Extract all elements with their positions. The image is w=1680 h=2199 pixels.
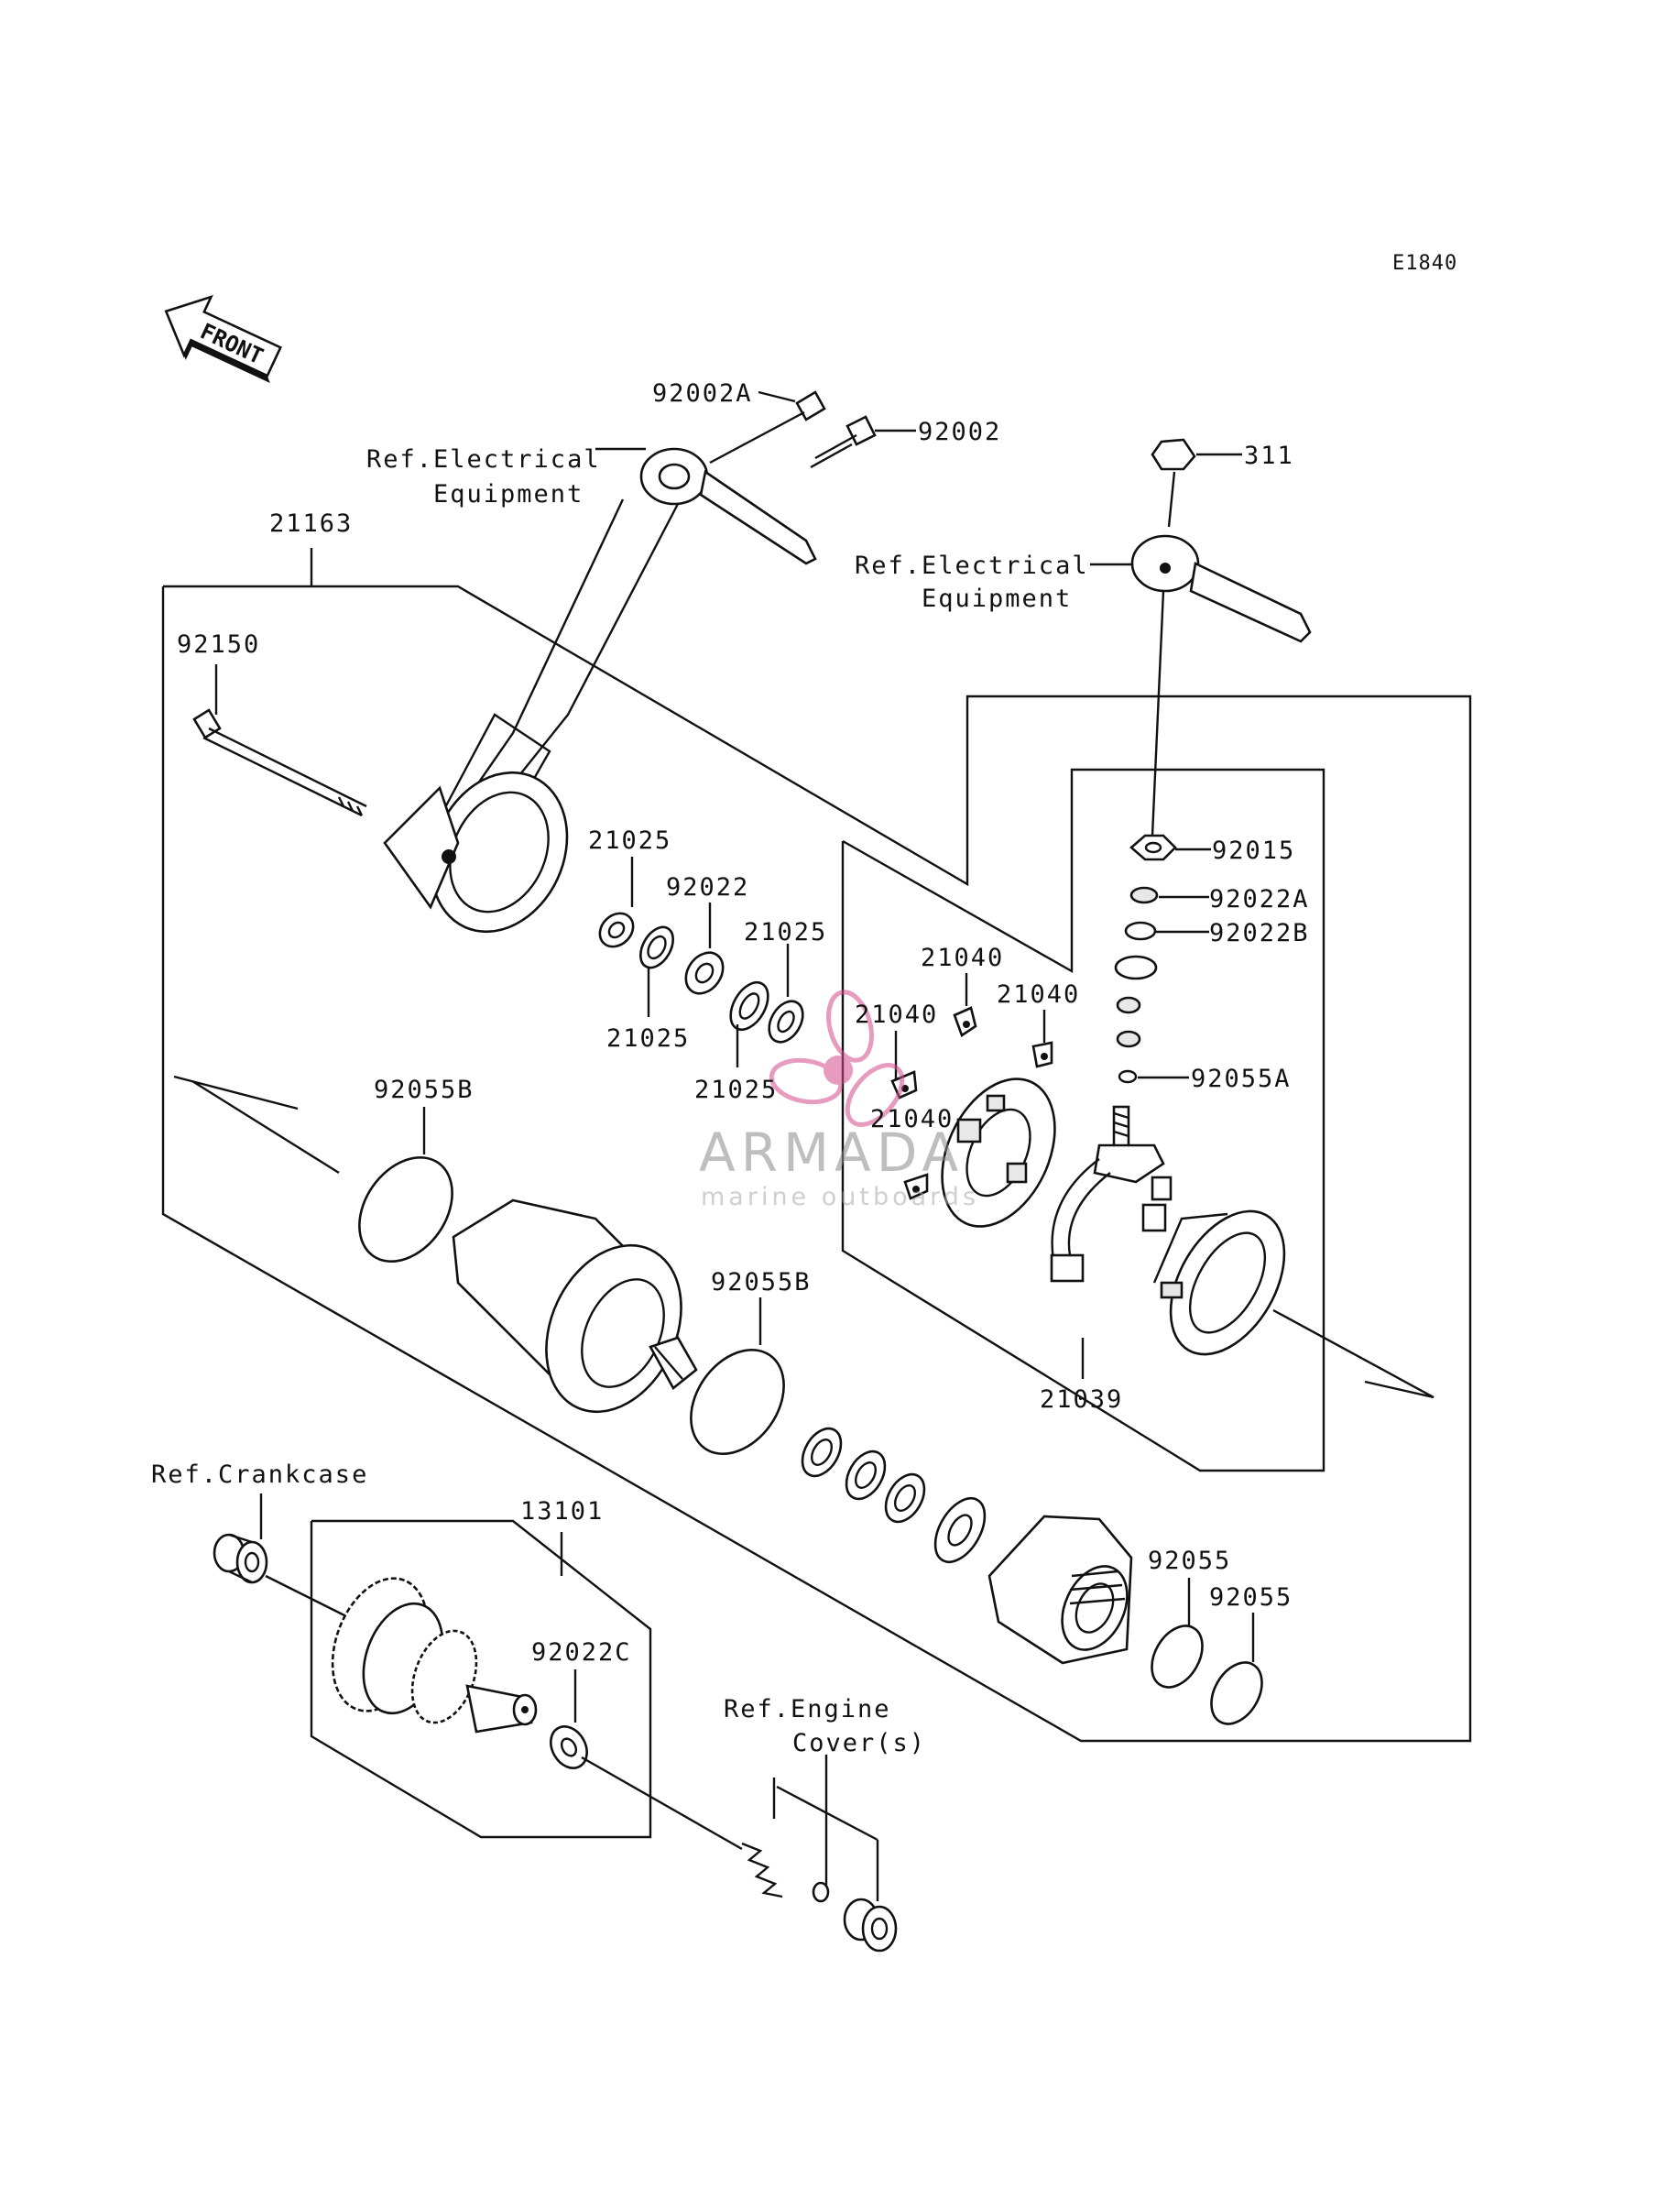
label-21040-a: 21040 [921,944,1004,972]
label-ref-electrical-2a: Ref.Electrical [855,552,1089,580]
label-92055B-a: 92055B [374,1076,475,1104]
washer-small-1-icon [1116,996,1141,1014]
label-92002: 92002 [918,418,1001,446]
label-92015: 92015 [1212,837,1295,865]
label-92022: 92022 [666,873,749,902]
label-ref-electrical-1a: Ref.Electrical [366,445,601,474]
crankcase-bushing-icon [213,1533,268,1584]
label-ref-crankcase: Ref.Crankcase [151,1461,368,1489]
label-21040-b: 21040 [997,980,1080,1009]
rear-cover-icon [1152,1209,1286,1356]
label-21025-d: 21025 [694,1076,778,1104]
label-92055-b: 92055 [1209,1583,1293,1612]
oring-92055-b-icon [1210,1661,1263,1725]
through-bolt-92150-icon [192,708,367,817]
direction-arrow-right [1272,1308,1435,1399]
front-arrow-icon: FRONT [164,294,282,384]
label-92150: 92150 [177,630,260,659]
washer-92022A-icon [1129,886,1159,904]
washer-92022B-icon [1124,921,1157,941]
label-92002A: 92002A [652,379,753,408]
oring-92055A-icon [1118,1069,1138,1084]
assembly-outline-21163 [161,585,1472,1743]
bolt-92002-icon [810,415,877,469]
label-ref-engine-a: Ref.Engine [724,1695,891,1723]
shaft-line-crankcase [265,1574,349,1619]
washer-92022C-icon [550,1725,588,1769]
propeller-icon [769,990,905,1127]
spring-icon [741,1842,783,1898]
label-21025-c: 21025 [606,1024,690,1053]
small-washer-icon [812,1881,830,1903]
battery-cable-right [1130,438,1312,837]
washer-set-middle [801,1427,987,1563]
motor-yoke-icon [452,1198,698,1414]
screw-92002A-icon [709,390,826,465]
washer-92022 [684,951,725,995]
label-92055B-b: 92055B [711,1268,812,1296]
cover-bushing-icon [843,1898,898,1953]
label-92022B: 92022B [1209,919,1310,947]
brush-holder-21039-icon [1050,1105,1173,1283]
label-21025-a: 21025 [588,826,671,855]
label-311: 311 [1244,442,1294,470]
oring-92055B-a-icon [358,1155,453,1264]
label-21040-c: 21040 [855,1001,938,1029]
label-21163: 21163 [269,509,353,538]
brush-spring-21040-d [903,1173,929,1200]
label-ref-electrical-2b: Equipment [922,585,1072,613]
direction-arrow-left [173,1075,340,1175]
rear-housing-icon [987,1515,1133,1665]
assembly-outline-13101 [310,1519,652,1839]
front-cover-icon [383,771,569,934]
diagram-code: E1840 [1392,252,1457,275]
label-21039: 21039 [1040,1385,1123,1414]
washer-21025-c [729,981,769,1031]
assembly-outline-21039 [841,768,1325,1472]
label-92055A: 92055A [1191,1065,1292,1093]
washer-large-icon [1114,955,1158,980]
washer-21025-d [768,1000,804,1044]
watermark-name: ARMADA [699,1121,964,1184]
label-92022A: 92022A [1209,885,1310,914]
battery-cable-upper [420,447,817,881]
leader-92002A [758,390,796,403]
label-ref-engine-b: Cover(s) [792,1729,926,1757]
armada-logo: ARMADA marine outboards [699,990,979,1211]
shaft-line-92022C [581,1756,743,1851]
label-92022C: 92022C [531,1638,632,1667]
label-21025-b: 21025 [744,918,827,946]
washer-21025-b [639,925,674,969]
washer-21025-a [598,912,635,948]
brush-spring-21040-b [1031,1041,1053,1068]
watermark-tagline: marine outboards [701,1183,979,1211]
label-21040-d: 21040 [870,1105,954,1133]
oring-92055B-b-icon [690,1348,785,1456]
brush-spring-21040-a [953,1006,977,1037]
brush-plate-icon [941,1078,1056,1228]
label-92055-a: 92055 [1148,1547,1231,1575]
oring-92055-a-icon [1151,1625,1204,1689]
nut-92015-icon [1129,834,1177,861]
label-13101: 13101 [520,1497,604,1526]
starter-clutch-gear-icon [331,1577,538,1734]
washer-small-2-icon [1116,1030,1141,1048]
label-ref-electrical-1b: Equipment [433,480,584,509]
